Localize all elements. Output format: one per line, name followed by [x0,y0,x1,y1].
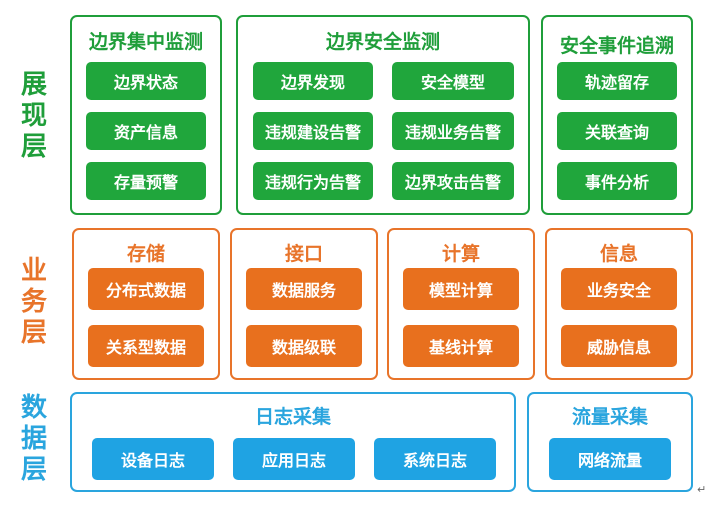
group-information: 信息 业务安全 威胁信息 [545,228,693,380]
group-title: 存储 [126,243,165,265]
item-box: 关系型数据 [88,325,204,367]
layer-label-text: 数据层 [20,393,47,485]
item-box: 分布式数据 [88,268,204,310]
group-title: 接口 [284,243,323,265]
group-title: 计算 [441,243,480,265]
group-interface: 接口 数据服务 数据级联 [230,228,378,380]
item-box: 设备日志 [92,438,214,480]
item-box: 边界发现 [253,62,373,100]
item-box: 违规建设告警 [253,112,373,150]
layer-label-presentation: 展现层 [14,70,54,163]
item-box: 系统日志 [374,438,496,480]
item-box: 模型计算 [403,268,519,310]
item-box: 应用日志 [233,438,355,480]
item-box: 违规行为告警 [253,162,373,200]
group-title: 边界集中监测 [88,31,203,53]
item-box: 安全模型 [392,62,514,100]
group-computing: 计算 模型计算 基线计算 [387,228,535,380]
group-title: 流量采集 [571,406,648,428]
group-title: 边界安全监测 [325,31,440,53]
item-box: 威胁信息 [561,325,677,367]
item-box: 数据服务 [246,268,362,310]
item-box: 基线计算 [403,325,519,367]
item-box: 边界状态 [86,62,206,100]
item-box: 网络流量 [549,438,671,480]
item-box: 存量预警 [86,162,206,200]
layer-label-text: 展现层 [20,70,47,162]
group-title: 信息 [599,243,638,265]
group-boundary-central-monitoring: 边界集中监测 边界状态 资产信息 存量预警 [70,15,222,215]
group-title: 安全事件追溯 [559,35,674,57]
group-boundary-security-monitoring: 边界安全监测 边界发现 安全模型 违规建设告警 违规业务告警 违规行为告警 边界… [236,15,530,215]
group-security-event-tracing: 安全事件追溯 轨迹留存 关联查询 事件分析 [541,15,693,215]
layer-label-text: 业务层 [20,256,47,348]
group-storage: 存储 分布式数据 关系型数据 [72,228,220,380]
item-box: 业务安全 [561,268,677,310]
item-box: 违规业务告警 [392,112,514,150]
paragraph-mark: ↵ [697,483,707,496]
layer-label-business: 业务层 [14,256,54,349]
item-box: 资产信息 [86,112,206,150]
group-traffic-collection: 流量采集 网络流量 [527,392,693,492]
item-box: 边界攻击告警 [392,162,514,200]
item-box: 数据级联 [246,325,362,367]
layer-label-data: 数据层 [14,393,54,486]
group-log-collection: 日志采集 设备日志 应用日志 系统日志 [70,392,516,492]
item-box: 关联查询 [557,112,677,150]
item-box: 事件分析 [557,162,677,200]
item-box: 轨迹留存 [557,62,677,100]
group-title: 日志采集 [254,406,331,428]
